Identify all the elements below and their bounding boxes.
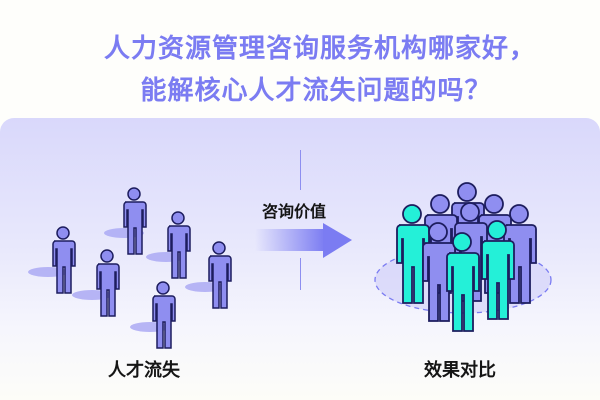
talent-loss-label: 人才流失 bbox=[108, 360, 180, 381]
divider-top bbox=[300, 150, 301, 190]
headline-line-1: 人力资源管理咨询服务机构哪家好， bbox=[103, 34, 536, 64]
headline-line-2: 能解核心人才流失问题的吗？ bbox=[140, 76, 492, 106]
effect-comparison-label: 效果对比 bbox=[424, 360, 496, 381]
consulting-value-label: 咨询价值 bbox=[262, 202, 327, 221]
scattered-people-icon bbox=[28, 187, 232, 349]
arrow-right-icon bbox=[255, 223, 352, 258]
team-group-icon bbox=[374, 182, 552, 332]
divider-bottom bbox=[300, 258, 301, 290]
